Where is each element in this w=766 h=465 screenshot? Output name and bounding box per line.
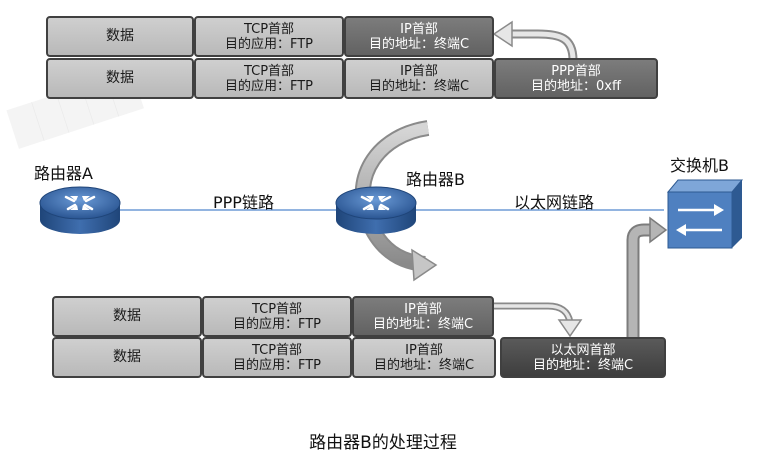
top-row2-tcp-header: TCP首部 目的应用：FTP: [194, 58, 344, 99]
bottom-row2-data-cell: 数据: [52, 337, 202, 378]
top-row1-ip-header: IP首部 目的地址：终端C: [344, 16, 494, 57]
router-a-icon: [39, 186, 121, 234]
top-row2-ppp-header: PPP首部 目的地址：0xff: [494, 58, 658, 99]
switch-b-label: 交换机B: [670, 156, 729, 175]
bottom-row2-ethernet-header: 以太网首部 目的地址：终端C: [500, 337, 666, 378]
bottom-row1-data-cell: 数据: [52, 296, 202, 337]
top-row2-data-cell: 数据: [46, 58, 194, 99]
bottom-row2-tcp-header: TCP首部 目的应用：FTP: [202, 337, 352, 378]
bottom-row2-ip-header: IP首部 目的地址：终端C: [352, 337, 496, 378]
top-row1-tcp-header: TCP首部 目的应用：FTP: [194, 16, 344, 57]
router-b-icon: [335, 186, 417, 234]
router-a-label: 路由器A: [34, 164, 93, 183]
switch-b-icon: [666, 179, 744, 249]
bottom-row1-tcp-header: TCP首部 目的应用：FTP: [202, 296, 352, 337]
top-row1-data-cell: 数据: [46, 16, 194, 57]
ppp-link-label: PPP链路: [213, 193, 274, 212]
top-row2-ip-header: IP首部 目的地址：终端C: [344, 58, 494, 99]
ethernet-link-label: 以太网链路: [514, 193, 595, 212]
figure-caption: 路由器B的处理过程: [309, 433, 457, 453]
bottom-row1-ip-header: IP首部 目的地址：终端C: [352, 296, 494, 337]
router-b-label: 路由器B: [406, 170, 465, 189]
